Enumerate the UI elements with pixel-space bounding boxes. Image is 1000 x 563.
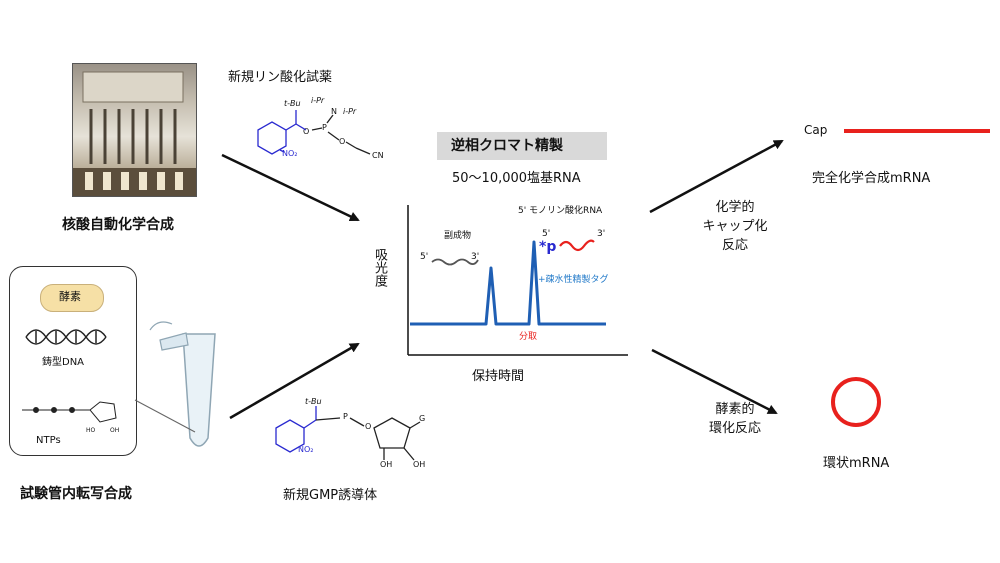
chart-xlabel: 保持時間 [472,369,525,384]
prep-title: 逆相クロマト精製 [451,138,563,154]
byproduct-rna-icon [431,258,479,266]
fraction-label: 分取 [519,332,538,342]
dna-helix-icon [25,329,107,345]
cap-reaction-label: 化学的 キャップ化 反応 [702,200,768,253]
arrow-synth-to-prep [221,153,360,222]
byproduct-label: 副成物 [444,231,472,241]
circular-mrna-label: 環状mRNA [823,456,890,471]
arrow-prep-to-circ [651,348,778,415]
template-dna-label: 鋳型DNA [42,357,85,368]
ivt-label: 試験管内転写合成 [20,486,132,502]
chart-ylabel: 吸光度 [372,248,387,287]
arrow-prep-to-cap [649,139,784,214]
ntp-structure-icon [22,401,117,423]
struct1-o1: O [303,127,310,136]
ntp-oh-label: OH [110,427,120,434]
struct1-o2: O [339,137,346,146]
struct1-cn: CN [372,151,384,160]
byproduct-5prime: 5' [420,252,429,262]
struct2-o: O [365,422,372,431]
struct1-ipr1: i-Pr [311,96,325,105]
struct2-p: P [343,412,348,421]
byproduct-3prime: 3' [471,252,480,262]
reagent1-structure-icon [257,110,371,155]
ntp-ho-label: HO [86,427,96,434]
reagent-title: 新規リン酸化試薬 [228,70,333,85]
struct2-oh1: OH [380,460,393,469]
struct1-n: N [331,107,337,116]
mono-rna-icon [559,239,595,252]
chromatogram-line [410,240,606,326]
struct2-tbu: t-Bu [305,397,322,406]
arrow-ivt-to-prep [229,342,360,420]
panel-to-tube-line [134,399,196,433]
phosphate-symbol: *p [539,239,557,255]
test-tube-icon [149,321,216,447]
cap-label: Cap [804,123,828,137]
gmp-label: 新規GMP誘導体 [283,488,378,503]
auto-synth-label: 核酸自動化学合成 [62,217,174,233]
enz-reaction-label: 酵素的 環化反応 [708,402,761,436]
enzyme-label: 酵素 [59,290,81,303]
reagent2-structure-icon [275,406,421,461]
tag-label: +疎水性精製タグ [538,275,609,285]
prep-subtitle: 50〜10,000塩基RNA [452,171,581,186]
chromatogram-trace [410,240,606,326]
full-chem-mrna-label: 完全化学合成mRNA [812,171,931,186]
mono-3prime: 3' [597,229,606,239]
struct2-g: G [419,414,426,423]
synthesizer-photo [72,63,197,197]
circular-mrna-icon [831,377,881,427]
mono-5prime: 5' [542,229,551,239]
struct1-tbu: t-Bu [284,99,301,108]
enzyme-badge [40,284,104,312]
prep-title-box [437,132,607,160]
struct1-p: P [322,123,327,132]
struct2-no2: NO₂ [298,445,314,454]
synthesizer-icon [73,71,196,196]
struct1-ipr2: i-Pr [343,107,357,116]
mono-rna-label: 5' モノリン酸化RNA [518,206,603,216]
struct2-oh2: OH [413,460,426,469]
struct1-no2: NO₂ [282,149,298,158]
ntps-label: NTPs [36,435,61,446]
